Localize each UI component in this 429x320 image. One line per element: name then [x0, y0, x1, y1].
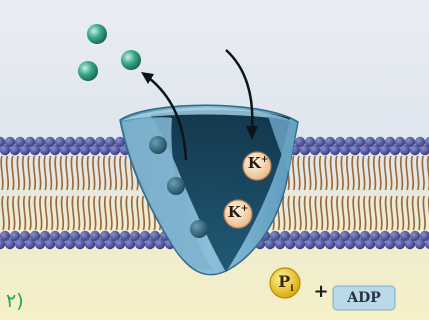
lipid-head	[105, 239, 115, 249]
lipid-head	[275, 239, 285, 249]
lipid-head	[415, 239, 425, 249]
binding-site	[190, 220, 208, 238]
released-ion	[121, 50, 141, 70]
lipid-head	[345, 239, 355, 249]
potassium-label-2: K+	[227, 205, 249, 220]
lipid-head	[305, 239, 315, 249]
lipid-head	[75, 239, 85, 249]
adp-label: ADP	[333, 286, 395, 310]
released-ion	[78, 61, 98, 81]
lipid-head	[405, 239, 415, 249]
lipid-head	[385, 239, 395, 249]
plus-sign: +	[312, 283, 330, 301]
lipid-head	[355, 239, 365, 249]
lipid-head	[295, 239, 305, 249]
lipid-head	[155, 239, 165, 249]
lipid-head	[25, 239, 35, 249]
phosphate-label: Pi	[275, 274, 297, 294]
lipid-head	[285, 239, 295, 249]
lipid-head	[315, 239, 325, 249]
lipid-head	[125, 239, 135, 249]
lipid-head	[395, 239, 405, 249]
lipid-head	[5, 239, 15, 249]
lipid-head	[325, 239, 335, 249]
lipid-head	[375, 239, 385, 249]
lipid-head	[135, 239, 145, 249]
binding-site	[167, 177, 185, 195]
lipid-head	[265, 239, 275, 249]
lipid-head	[35, 239, 45, 249]
lipid-head	[365, 239, 375, 249]
lipid-head	[65, 239, 75, 249]
figure-number: ۲)	[6, 292, 24, 311]
released-ion	[87, 24, 107, 44]
lipid-head	[115, 239, 125, 249]
lipid-head	[145, 239, 155, 249]
lipid-head	[55, 239, 65, 249]
binding-site	[149, 136, 167, 154]
potassium-label-1: K+	[247, 156, 269, 171]
lipid-head	[95, 239, 105, 249]
lipid-head	[85, 239, 95, 249]
lipid-head	[335, 239, 345, 249]
lipid-head	[15, 239, 25, 249]
lipid-head	[45, 239, 55, 249]
